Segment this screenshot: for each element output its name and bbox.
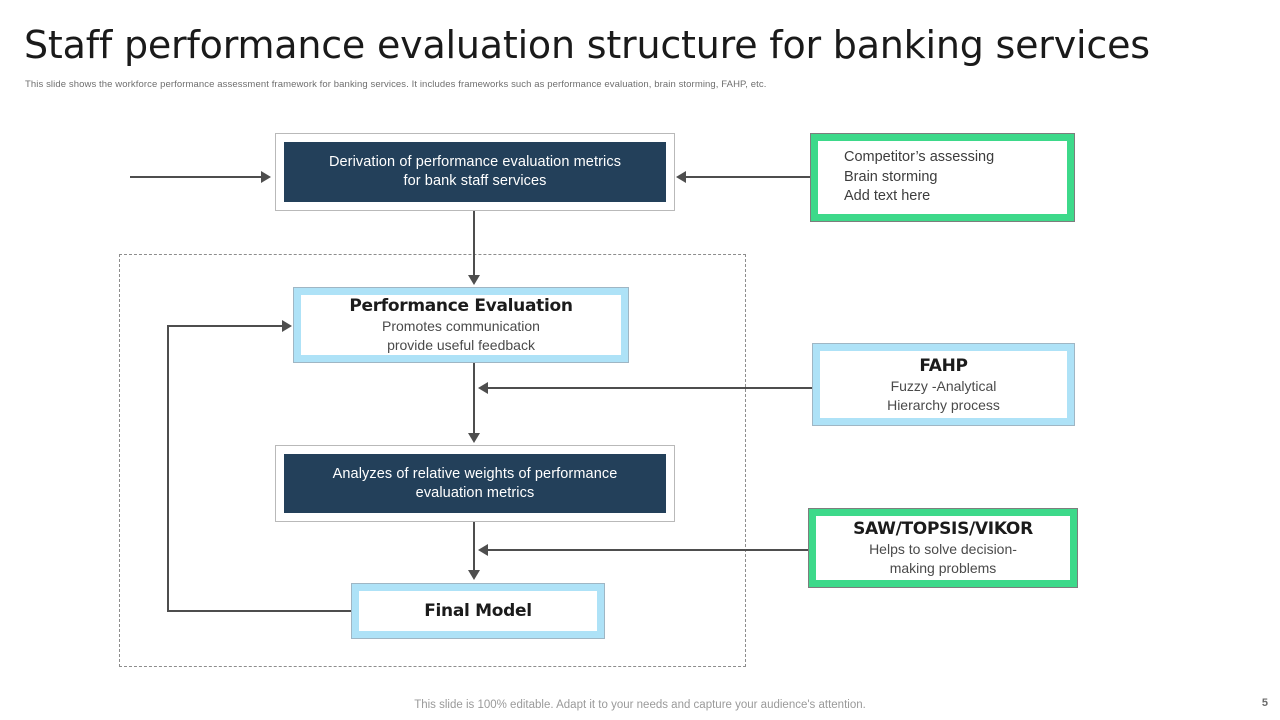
node-analyzes-line2: evaluation metrics (415, 484, 535, 501)
node-competitor-body: Competitor’s assessing Brain storming Ad… (818, 141, 1067, 214)
connector-competitor-to-derivation (686, 176, 812, 178)
connector-derivation-to-performance (473, 211, 475, 277)
arrowhead-input-to-derivation (261, 171, 271, 183)
node-competitor-assessing[interactable]: Competitor’s assessing Brain storming Ad… (810, 133, 1075, 222)
connector-fahp-to-flow (487, 387, 813, 389)
node-saw-topsis-vikor[interactable]: SAW/TOPSIS/VIKOR Helps to solve decision… (808, 508, 1078, 588)
node-performance-evaluation-body: Performance Evaluation Promotes communic… (301, 295, 621, 355)
node-saw-topsis-vikor-body: SAW/TOPSIS/VIKOR Helps to solve decision… (816, 516, 1070, 580)
connector-analyzes-to-final-model (473, 522, 475, 572)
page-number: 5 (1261, 697, 1268, 709)
page-title: Staff performance evaluation structure f… (24, 23, 1150, 67)
node-final-model[interactable]: Final Model (351, 583, 605, 639)
connector-feedback-vertical (167, 325, 169, 612)
node-fahp-body: FAHP Fuzzy -Analytical Hierarchy process (820, 351, 1067, 418)
page-subtitle: This slide shows the workforce performan… (25, 79, 767, 90)
arrowhead-analyzes-to-final-model (468, 570, 480, 580)
node-final-model-heading: Final Model (424, 601, 532, 621)
connector-input-to-derivation (130, 176, 262, 178)
node-fahp-line1: Fuzzy -Analytical (890, 377, 997, 394)
node-competitor-line1: Competitor’s assessing (844, 149, 995, 166)
node-fahp[interactable]: FAHP Fuzzy -Analytical Hierarchy process (812, 343, 1075, 426)
node-derivation-line1: Derivation of performance evaluation met… (328, 154, 622, 170)
node-competitor-line2: Brain storming (844, 168, 938, 185)
node-saw-topsis-vikor-line1: Helps to solve decision- (869, 541, 1017, 557)
node-saw-topsis-vikor-line2: making problems (889, 560, 997, 576)
node-analyzes-line1: Analyzes of relative weights of performa… (332, 465, 618, 482)
arrowhead-feedback-to-performance (282, 320, 292, 332)
connector-feedback-top (167, 325, 283, 327)
arrowhead-performance-to-analyzes (468, 433, 480, 443)
arrowhead-derivation-to-performance (468, 275, 480, 285)
node-final-model-body: Final Model (359, 591, 597, 631)
node-fahp-line2: Hierarchy process (887, 396, 1000, 413)
node-performance-evaluation-line1: Promotes communication (382, 318, 540, 334)
node-performance-evaluation[interactable]: Performance Evaluation Promotes communic… (293, 287, 629, 363)
connector-feedback-bottom (167, 610, 353, 612)
arrowhead-competitor-to-derivation (676, 171, 686, 183)
node-derivation-line2: for bank staff services (403, 173, 547, 189)
arrowhead-saw-to-flow (478, 544, 488, 556)
arrowhead-fahp-to-flow (478, 382, 488, 394)
connector-saw-to-flow (487, 549, 809, 551)
node-derivation-metrics-body: Derivation of performance evaluation met… (284, 142, 666, 202)
connector-performance-to-analyzes (473, 363, 475, 435)
node-analyzes-relative-weights[interactable]: Analyzes of relative weights of performa… (275, 445, 675, 522)
node-performance-evaluation-line2: provide useful feedback (387, 337, 535, 353)
node-competitor-line3: Add text here (844, 188, 931, 205)
process-boundary-region (119, 254, 746, 667)
node-performance-evaluation-heading: Performance Evaluation (349, 296, 573, 316)
node-fahp-heading: FAHP (919, 355, 968, 376)
node-analyzes-body: Analyzes of relative weights of performa… (284, 454, 666, 513)
node-derivation-metrics[interactable]: Derivation of performance evaluation met… (275, 133, 675, 211)
footer-note: This slide is 100% editable. Adapt it to… (414, 699, 866, 711)
node-saw-topsis-vikor-heading: SAW/TOPSIS/VIKOR (853, 519, 1033, 539)
